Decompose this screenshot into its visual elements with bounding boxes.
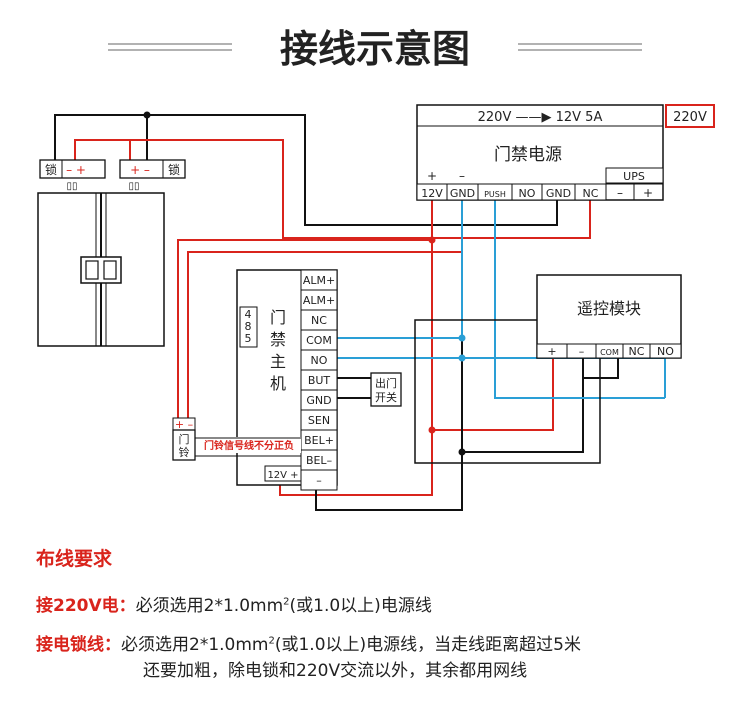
requirement-lock-text-b: (或1.0以上)电源线，当走线距离超过5米 xyxy=(274,635,581,655)
remote-terminal-3: NC xyxy=(629,345,645,358)
wire-push-blue xyxy=(494,200,665,399)
lock-left-magnet: ▯▯ xyxy=(66,181,77,192)
wire-com-blue xyxy=(336,200,463,339)
remote-module: 遥控模块 + – COM NC NO xyxy=(536,274,682,359)
wire-lock-red-join xyxy=(74,139,131,160)
psu-terminal-gnd: GND xyxy=(450,187,475,200)
controller-name-3: 主 xyxy=(270,352,286,371)
wire-12v-doorbell xyxy=(177,200,433,418)
psu-input-tag-box xyxy=(665,104,715,128)
requirement-220v-sup: 2 xyxy=(283,596,290,608)
wire-12v-controller xyxy=(279,240,433,496)
controller-name-2: 禁 xyxy=(270,330,286,349)
psu-name: 门禁电源 xyxy=(494,145,562,165)
exit-button-line1: 出门 xyxy=(375,376,397,390)
psu-terminal-12v: 12V xyxy=(421,187,443,200)
wiring-diagram: 接线示意图 xyxy=(37,27,715,511)
requirement-lock-label: 接电锁线： xyxy=(36,635,121,655)
requirement-220v-label: 接220V电： xyxy=(36,596,136,616)
doorbell-polarity: + – xyxy=(175,418,193,431)
doorbell: + – 门 铃 门铃信号线不分正负 xyxy=(172,417,301,461)
requirement-220v: 接220V电：必须选用2*1.0mm2(或1.0以上)电源线 xyxy=(36,591,432,616)
controller-name-1: 门 xyxy=(270,308,286,327)
lock-right-magnet: ▯▯ xyxy=(128,181,139,192)
controller-name-4: 机 xyxy=(270,374,286,393)
controller-terminal-7: SEN xyxy=(308,414,330,427)
psu-ups-minus: – xyxy=(617,186,623,200)
requirement-220v-text-a: 必须选用2*1.0mm xyxy=(135,596,284,616)
psu-terminal-nc: NC xyxy=(583,187,599,200)
psu-terminal-no: NO xyxy=(519,187,536,200)
lock-right-label: 锁 xyxy=(168,162,180,177)
wire-lock-black xyxy=(146,114,558,226)
controller-terminal-4: NO xyxy=(311,354,328,367)
controller-terminal-0: ALM+ xyxy=(303,274,335,287)
psu-plus: + xyxy=(427,169,437,183)
wire-12v-remote xyxy=(432,358,554,431)
exit-button-line2: 开关 xyxy=(375,390,397,404)
remote-terminal-4: NO xyxy=(657,345,674,358)
power-supply: 220V ——▶ 12V 5A 220V 门禁电源 + – UPS – + 12… xyxy=(416,104,715,201)
controller-terminal-9: BEL– xyxy=(306,454,332,467)
psu-input-tag: 220V xyxy=(673,110,707,125)
remote-terminal-2: COM xyxy=(600,348,619,357)
doorbell-line2: 铃 xyxy=(179,445,190,459)
diagram-title: 接线示意图 xyxy=(280,27,470,71)
remote-terminal-0: + xyxy=(547,345,556,358)
psu-ups-plus: + xyxy=(643,186,653,200)
controller-485-8: 8 xyxy=(245,320,252,333)
remote-name: 遥控模块 xyxy=(577,299,641,318)
lock-left-polarity: – + xyxy=(66,163,86,177)
access-controller: 4 8 5 门 禁 主 机 ALM+ ALM+ NC COM NO BUT GND SEN BE… xyxy=(236,269,338,491)
wire-lock-black-left xyxy=(54,114,147,160)
controller-485-4: 4 xyxy=(245,308,252,321)
lock-right-polarity: + – xyxy=(130,163,150,177)
wire-doorbell-2 xyxy=(187,251,462,418)
requirement-lock-line2: 还要加粗，除电锁和220V交流以外，其余都用网线 xyxy=(143,661,528,681)
requirement-lock-text-a: 必须选用2*1.0mm xyxy=(121,635,269,655)
exit-button: 出门 开关 xyxy=(370,372,402,407)
requirement-lock: 接电锁线：必须选用2*1.0mm2(或1.0以上)电源线，当走线距离超过5米 xyxy=(36,630,581,655)
psu-ups: UPS xyxy=(623,170,645,183)
controller-terminal-5: BUT xyxy=(308,374,331,387)
controller-power-label: 12V + xyxy=(267,470,298,481)
cable-bundle-outline xyxy=(414,319,601,464)
psu-terminal-push: PUSH xyxy=(484,190,506,199)
psu-minus: – xyxy=(459,169,465,183)
controller-terminal-2: NC xyxy=(311,314,327,327)
controller-terminal-6: GND xyxy=(306,394,331,407)
psu-terminal-gnd: GND xyxy=(546,187,571,200)
controller-terminal-1: ALM+ xyxy=(303,294,335,307)
doorbell-note: 门铃信号线不分正负 xyxy=(204,439,294,452)
controller-485-5: 5 xyxy=(245,332,252,345)
requirement-220v-text-b: (或1.0以上)电源线 xyxy=(289,596,432,616)
requirements-title: 布线要求 xyxy=(36,548,113,570)
electric-lock: 锁 – + 锁 + – ▯▯ ▯▯ xyxy=(37,159,186,347)
controller-terminal-10: – xyxy=(316,474,322,487)
controller-terminal-8: BEL+ xyxy=(304,434,334,447)
lock-left-label: 锁 xyxy=(45,162,57,177)
requirement-lock-sup: 2 xyxy=(268,635,275,647)
psu-header: 220V ——▶ 12V 5A xyxy=(478,110,603,125)
controller-terminal-3: COM xyxy=(306,334,332,347)
remote-terminal-1: – xyxy=(579,345,585,358)
wire-gnd-remote xyxy=(462,358,584,453)
wire-lock-red xyxy=(130,139,591,239)
doorbell-line1: 门 xyxy=(179,432,190,446)
